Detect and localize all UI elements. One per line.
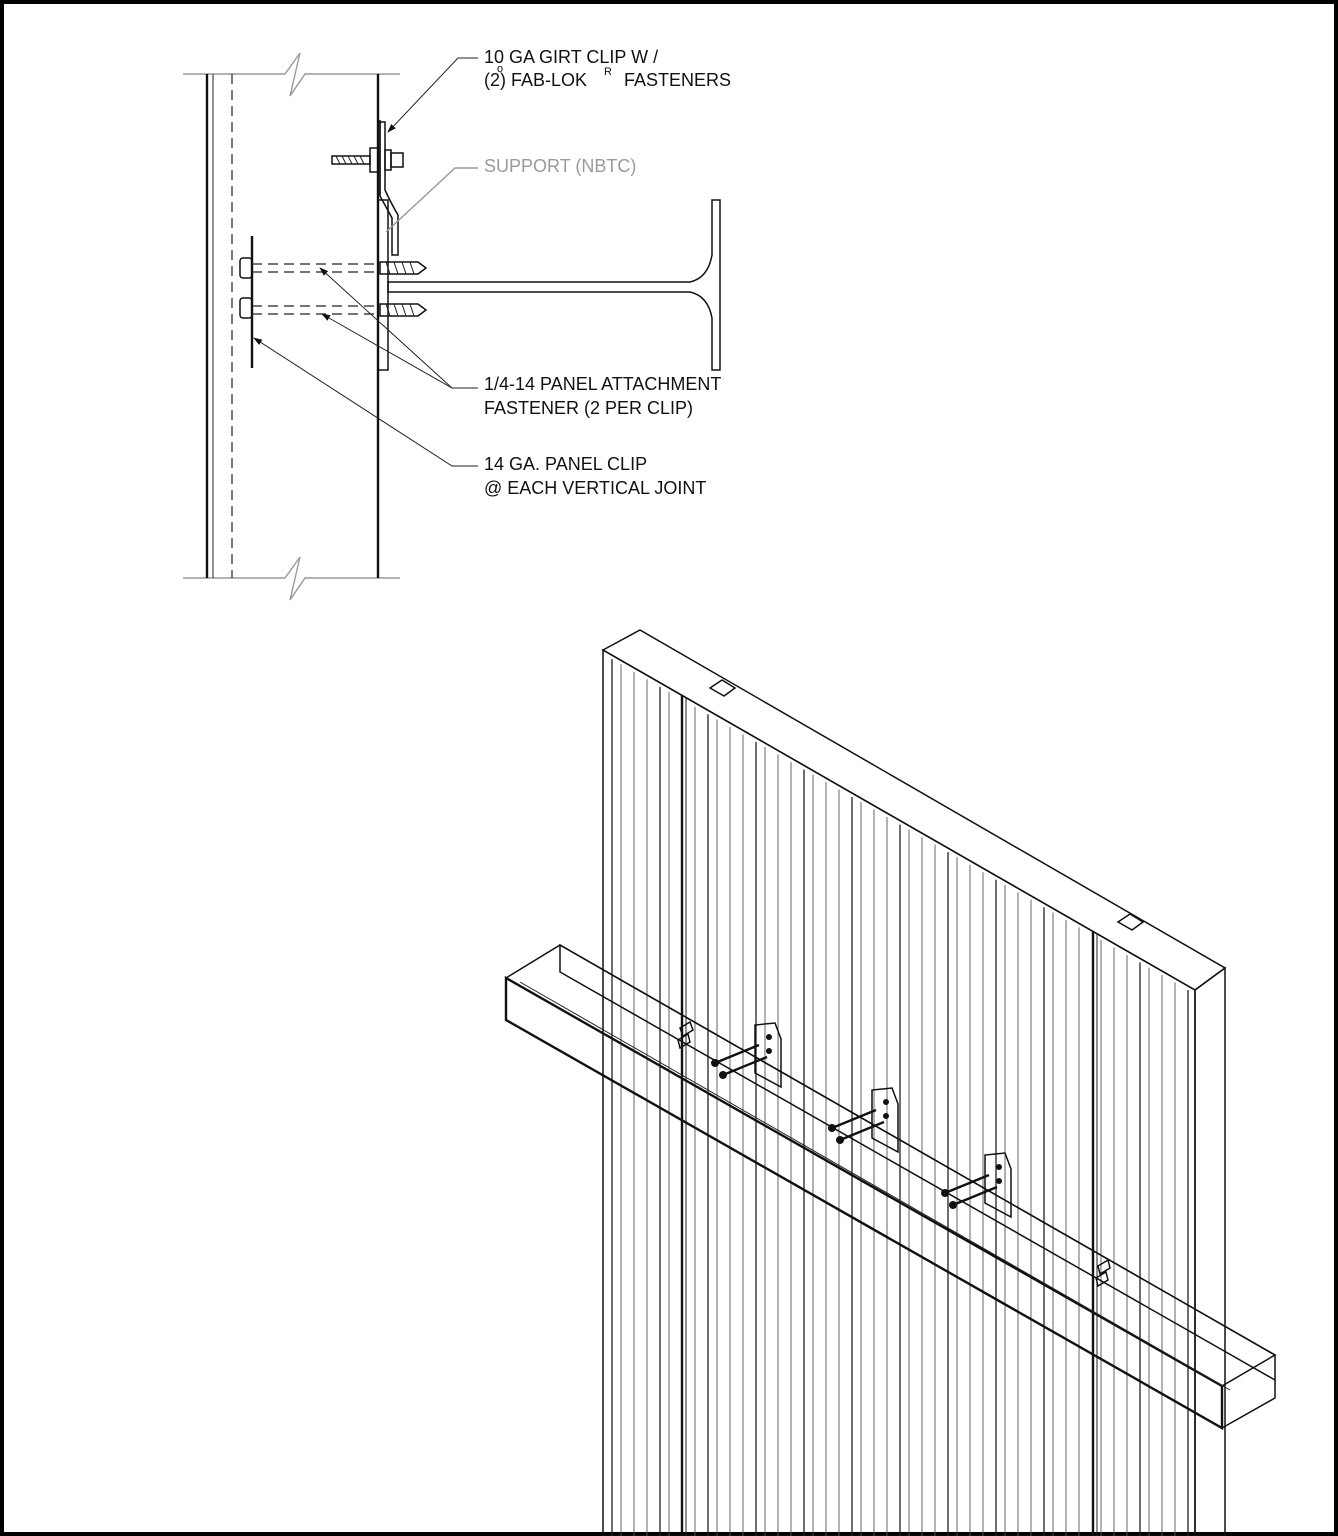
girt-clip-plate [377, 199, 389, 371]
clip-hole [766, 1048, 772, 1054]
panel-clip-iso [984, 1152, 1012, 1219]
panel-clip-iso [754, 1022, 782, 1089]
screw-head [828, 1124, 836, 1132]
clip-hole [766, 1034, 772, 1040]
break-line-bottom [183, 556, 400, 601]
isometric-view [504, 629, 1277, 1536]
panel-side-foam [1194, 966, 1226, 1536]
clip-hole [883, 1113, 889, 1119]
panel-attachment-screw [831, 1108, 877, 1130]
break-line-top [183, 52, 400, 97]
clip-hole [996, 1164, 1002, 1170]
panel-attachment-screw [952, 1185, 998, 1207]
fab-lok-fastener [331, 120, 404, 195]
girt-fasteners [677, 1020, 1111, 1288]
panel-top-foam [601, 629, 1227, 991]
panel-attachment-screw [722, 1055, 768, 1077]
screw-head [711, 1059, 719, 1067]
clip-hole [883, 1099, 889, 1105]
screw-head [949, 1201, 957, 1209]
callout-panel-clip-line2: @ EACH VERTICAL JOINT [484, 478, 706, 498]
panel-clip [239, 236, 254, 368]
screw-head [719, 1071, 727, 1079]
joint-tongue-right [1116, 913, 1145, 931]
callout-girt-clip-mark: o [497, 63, 503, 75]
girt-channel [504, 943, 1277, 1431]
panel-attachment-screw [944, 1173, 990, 1195]
panel-ribs [611, 659, 1189, 1536]
support-beam [387, 199, 721, 371]
callout-girt-clip-line1: 10 GA GIRT CLIP W / [484, 47, 658, 67]
panel-attachment-fasteners [252, 261, 428, 317]
callout-girt-clip-line2-end: FASTENERS [624, 70, 731, 90]
callout-panel-clip-line1: 14 GA. PANEL CLIP [484, 454, 647, 474]
clip-hole [996, 1178, 1002, 1184]
girt-clip [378, 121, 399, 256]
section-detail: 10 GA GIRT CLIP W / o (2) FAB-LOK R FAST… [183, 47, 731, 601]
panel-attachment-screw [714, 1043, 760, 1065]
screw-head [836, 1136, 844, 1144]
panel-clip-iso [871, 1087, 899, 1154]
panel-attachment-screw [839, 1120, 885, 1142]
callout-panel-fastener-line1: 1/4-14 PANEL ATTACHMENT [484, 374, 721, 394]
girt-clips [711, 1022, 1012, 1219]
callout-girt-clip-line2: (2) FAB-LOK [484, 70, 587, 90]
panel-face [602, 648, 1196, 1536]
screw-head [941, 1189, 949, 1197]
joint-tongue-left [708, 679, 737, 697]
callout-panel-fastener-line2: FASTENER (2 PER CLIP) [484, 398, 693, 418]
leader-lines [253, 57, 478, 467]
callout-girt-clip-sup: R [604, 66, 612, 78]
callout-support: SUPPORT (NBTC) [484, 156, 636, 176]
